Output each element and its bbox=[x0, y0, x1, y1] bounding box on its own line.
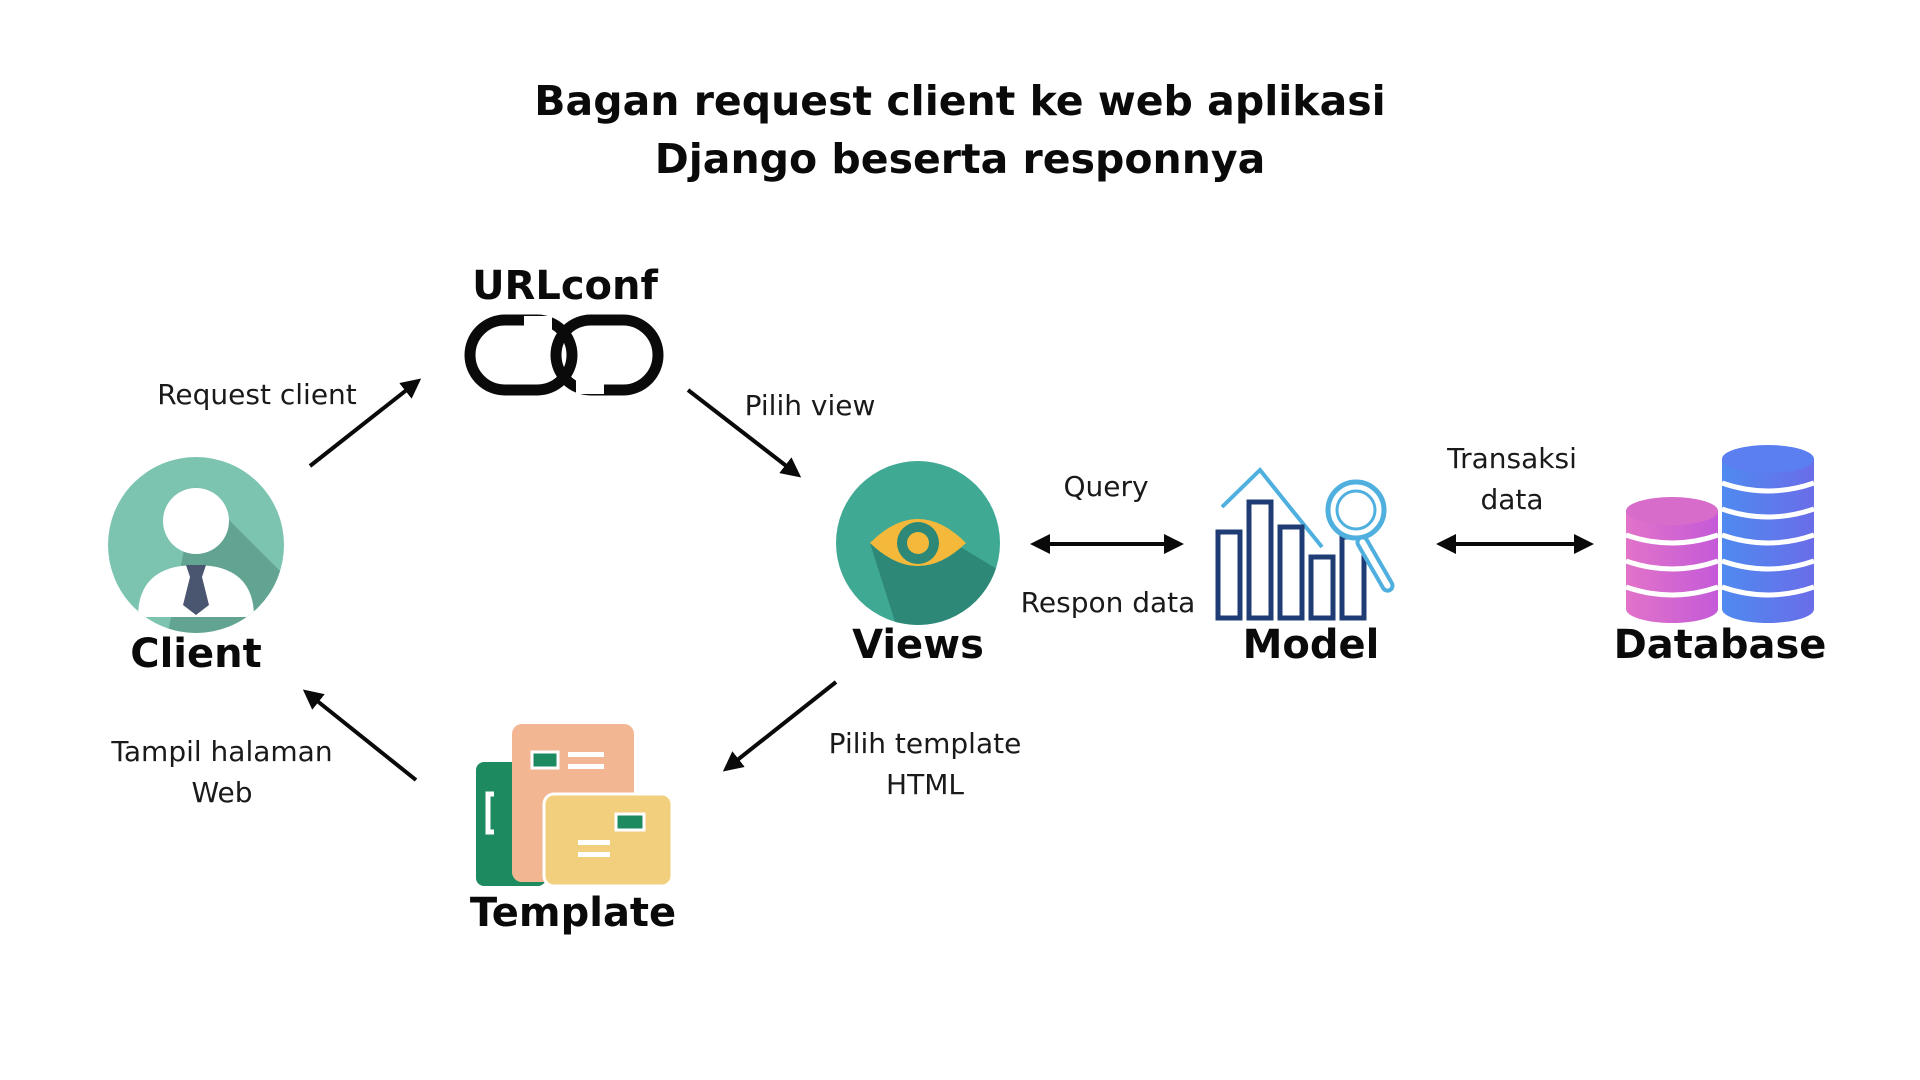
edge-label-query: Query bbox=[1063, 470, 1149, 503]
title-line-2: Django beserta responnya bbox=[654, 135, 1266, 183]
diagram-title: Bagan request client ke web aplikasi Dja… bbox=[0, 72, 1920, 188]
edge-label-pilih-template-line-2: HTML bbox=[886, 768, 964, 801]
edge-label-transaksi-data: Transaksi data bbox=[1447, 438, 1577, 520]
arrow-urlconf-to-views bbox=[686, 388, 802, 478]
edge-label-transaksi-line-1: Transaksi bbox=[1447, 442, 1577, 475]
arrow-views-to-template bbox=[722, 680, 838, 772]
node-label-template: Template bbox=[469, 890, 677, 936]
node-label-client: Client bbox=[130, 631, 262, 677]
arrow-client-to-urlconf bbox=[308, 378, 422, 468]
chain-link-icon bbox=[464, 314, 664, 396]
edge-label-tampil-line-1: Tampil halaman bbox=[111, 735, 333, 768]
eye-icon bbox=[836, 461, 1000, 625]
edge-label-tampil-halaman-web: Tampil halaman Web bbox=[111, 731, 332, 813]
user-avatar-icon bbox=[108, 457, 284, 633]
edge-label-pilih-template-line-1: Pilih template bbox=[828, 727, 1022, 760]
node-label-database: Database bbox=[1613, 622, 1827, 668]
edge-label-pilih-template: Pilih template HTML bbox=[829, 723, 1022, 805]
node-label-views: Views bbox=[852, 622, 984, 668]
arrow-template-to-client bbox=[302, 689, 418, 782]
edge-label-tampil-line-2: Web bbox=[191, 776, 253, 809]
title-line-1: Bagan request client ke web aplikasi bbox=[534, 77, 1386, 125]
database-stack-icon bbox=[1625, 445, 1815, 623]
edge-label-pilih-view: Pilih view bbox=[744, 389, 876, 422]
node-label-model: Model bbox=[1242, 622, 1380, 668]
template-cards-icon bbox=[476, 724, 674, 888]
edge-label-respon-data: Respon data bbox=[1020, 586, 1196, 619]
node-label-urlconf: URLconf bbox=[472, 263, 658, 309]
bar-chart-magnifier-icon bbox=[1215, 467, 1395, 621]
edge-label-request-client: Request client bbox=[157, 378, 357, 411]
edge-label-transaksi-line-2: data bbox=[1480, 483, 1544, 516]
